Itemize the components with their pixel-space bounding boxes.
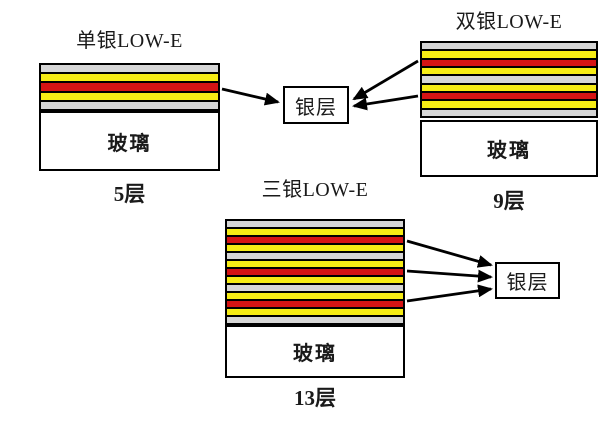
coating-layer-red (422, 57, 596, 66)
silver-layer-callout-center: 银层 (283, 86, 349, 124)
double-silver-coating-stack (420, 41, 598, 118)
coating-layer-gray (227, 315, 403, 323)
arrow-double-silver-top-to-silver-box (352, 59, 419, 101)
double-silver-layer-count: 9层 (493, 189, 525, 213)
silver-layer-callout-right: 银层 (495, 262, 560, 299)
coating-layer-gray (227, 251, 403, 259)
coating-layer-red (227, 267, 403, 275)
triple-silver-title: 三银LOW-E (261, 179, 369, 201)
coating-layer-yellow (41, 72, 218, 82)
coating-layer-gray (41, 99, 218, 110)
arrow-triple-silver-top-to-silver-box (406, 239, 493, 268)
coating-layer-gray (41, 65, 218, 73)
double-silver-glass-block: 玻璃 (420, 120, 598, 177)
coating-layer-red (227, 235, 403, 243)
coating-layer-red (41, 81, 218, 91)
coating-layer-yellow (227, 275, 403, 283)
coating-layer-yellow (227, 243, 403, 251)
coating-layer-gray (422, 43, 596, 50)
coating-layer-yellow (422, 65, 596, 75)
coating-layer-gray (422, 74, 596, 83)
single-silver-glass-block: 玻璃 (39, 111, 220, 171)
double-silver-title: 双银LOW-E (455, 11, 563, 33)
coating-layer-yellow (227, 259, 403, 267)
coating-layer-yellow (227, 307, 403, 315)
coating-layer-yellow (422, 82, 596, 91)
single-silver-title: 单银LOW-E (76, 30, 183, 52)
coating-layer-yellow (41, 90, 218, 100)
triple-silver-glass-block: 玻璃 (225, 325, 405, 378)
coating-layer-red (422, 90, 596, 100)
triple-silver-layer-count: 13层 (294, 386, 336, 410)
arrow-double-silver-bottom-to-silver-box (352, 94, 419, 111)
arrow-triple-silver-middle-to-silver-box (406, 269, 493, 283)
arrow-triple-silver-bottom-to-silver-box (406, 284, 493, 303)
triple-silver-coating-stack (225, 219, 405, 325)
coating-layer-yellow (422, 49, 596, 58)
single-silver-layer-count: 5层 (113, 182, 146, 206)
coating-layer-gray (227, 283, 403, 291)
coating-layer-gray (422, 107, 596, 116)
coating-layer-gray (227, 221, 403, 227)
single-silver-coating-stack (39, 63, 220, 111)
coating-layer-red (227, 299, 403, 307)
arrow-single-silver-to-silver-box (221, 87, 280, 106)
coating-layer-yellow (422, 99, 596, 108)
coating-layer-yellow (227, 291, 403, 299)
coating-layer-yellow (227, 227, 403, 235)
